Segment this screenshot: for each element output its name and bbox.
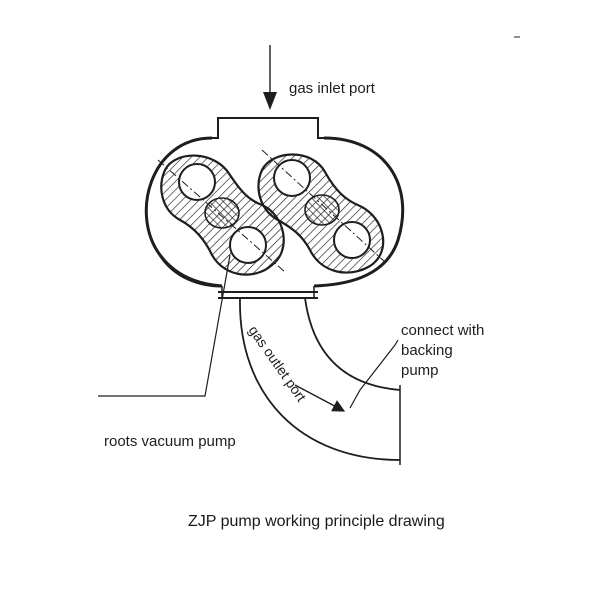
roots-pump-leader xyxy=(98,254,231,397)
gas-inlet-port-label: gas inlet port xyxy=(289,80,375,97)
backing-label: backing xyxy=(401,342,453,359)
outlet-arrow xyxy=(294,384,346,412)
outlet-pipe xyxy=(239,297,401,465)
inlet-flange xyxy=(212,117,324,139)
diagram-caption: ZJP pump working principle drawing xyxy=(188,513,445,530)
inlet-arrow xyxy=(263,45,277,110)
roots-vacuum-pump-label: roots vacuum pump xyxy=(104,433,236,450)
gas-outlet-port-label: gas outlet port xyxy=(246,323,310,405)
connect-with-label: connect with xyxy=(401,322,485,339)
casing-bottom-left xyxy=(158,254,223,288)
left-rotor xyxy=(157,154,286,276)
pump-label: pump xyxy=(401,362,439,379)
outlet-flange xyxy=(218,286,318,299)
right-rotor xyxy=(257,149,386,274)
backing-pump-leader xyxy=(349,339,399,409)
